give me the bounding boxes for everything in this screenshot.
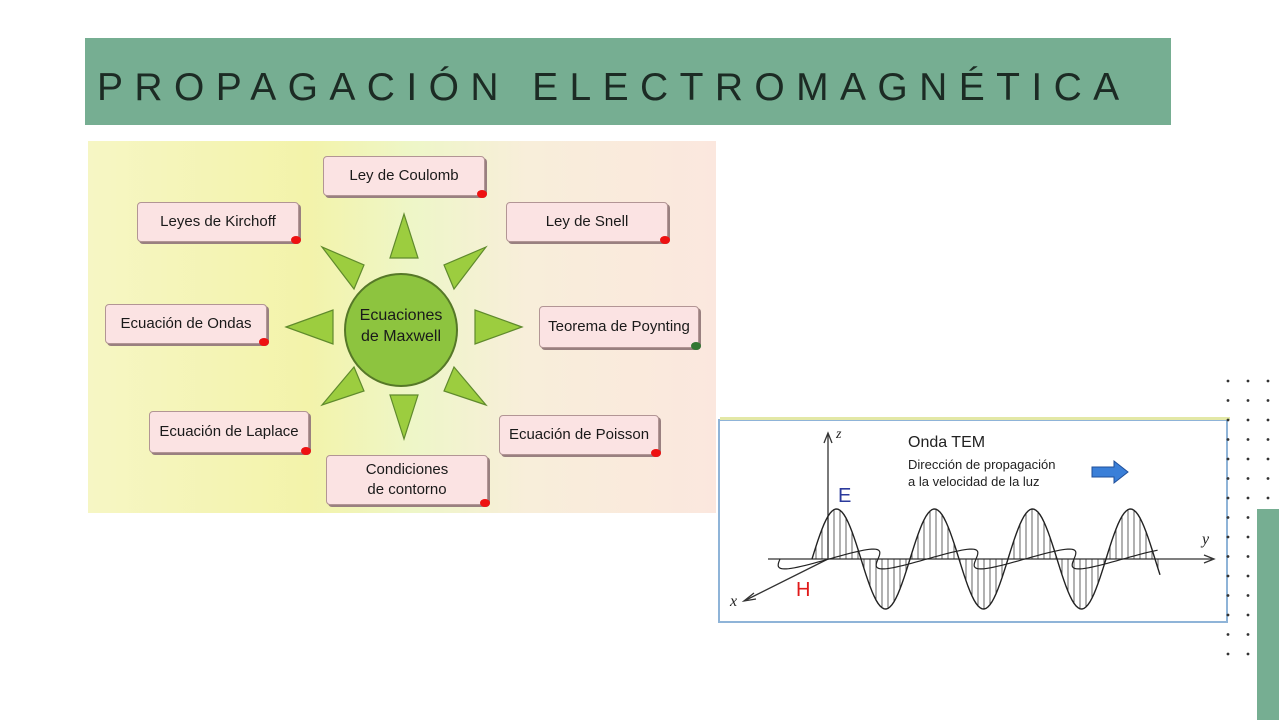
grid-dot xyxy=(1246,633,1250,636)
grid-dot xyxy=(1226,613,1230,617)
grid-dot xyxy=(1246,438,1250,441)
grid-dot xyxy=(1246,535,1250,539)
bullet-dot xyxy=(259,338,269,346)
grid-dot xyxy=(1266,379,1270,383)
z-arrow xyxy=(823,431,833,444)
grid-dot xyxy=(1226,594,1230,597)
x-arrow xyxy=(741,592,757,603)
sun-rays xyxy=(284,212,524,441)
grid-dot xyxy=(1246,496,1250,500)
box-contorno-line2: de contorno xyxy=(367,481,447,498)
bullet-dot xyxy=(691,342,701,350)
grid-dot xyxy=(1226,652,1230,656)
grid-dot xyxy=(1246,555,1250,558)
y-axis-label: y xyxy=(1202,531,1210,548)
grid-dot xyxy=(1246,379,1250,383)
bullet-dot xyxy=(477,190,487,198)
grid-dot xyxy=(1246,652,1250,656)
grid-dot xyxy=(1226,418,1230,422)
tem-title: Onda TEM xyxy=(908,434,986,451)
grid-dot xyxy=(1226,516,1230,519)
frame-highlight xyxy=(720,417,1230,420)
grid-dot xyxy=(1226,379,1230,383)
box-poisson-label: Ecuación de Poisson xyxy=(508,426,650,443)
grid-dot xyxy=(1266,438,1270,441)
grid-dot xyxy=(1246,516,1250,519)
e-label: E xyxy=(838,485,852,507)
grid-dot xyxy=(1226,633,1230,636)
box-coulomb-label: Ley de Coulomb xyxy=(349,167,459,184)
bullet-dot xyxy=(301,447,311,455)
grid-dot xyxy=(1246,594,1250,597)
tem-subtitle-line2: a la velocidad de la luz xyxy=(908,474,1040,489)
box-contorno-line1: Condiciones xyxy=(365,461,449,478)
page-title: PROPAGACIÓN ELECTROMAGNÉTICA xyxy=(97,66,1131,109)
y-arrow xyxy=(1203,554,1216,564)
grid-dot xyxy=(1246,457,1250,461)
box-contorno: Condiciones de contorno xyxy=(326,455,490,507)
bullet-dot xyxy=(660,236,670,244)
grid-dot xyxy=(1246,613,1250,617)
grid-dot xyxy=(1246,477,1250,480)
box-ondas: Ecuación de Ondas xyxy=(105,304,269,346)
box-poynting-label: Teorema de Poynting xyxy=(548,318,690,335)
box-snell-label: Ley de Snell xyxy=(545,213,629,230)
maxwell-diagram: Ecuaciones de Maxwell Ley de Coulomb Ley… xyxy=(88,141,716,513)
x-axis-label: x xyxy=(730,593,738,610)
grid-dot xyxy=(1226,496,1230,500)
grid-dot xyxy=(1266,418,1270,422)
tem-wave-figure: Onda TEM Dirección de propagación a la v… xyxy=(718,417,1230,623)
grid-dot xyxy=(1266,496,1270,500)
grid-dot xyxy=(1266,399,1270,402)
box-laplace-label: Ecuación de Laplace xyxy=(159,423,299,440)
grid-dot xyxy=(1266,457,1270,461)
tem-wave-plot xyxy=(741,431,1216,610)
grid-dot xyxy=(1226,535,1230,539)
sun-label: Ecuaciones de Maxwell xyxy=(346,305,456,347)
grid-dot xyxy=(1226,555,1230,558)
tem-subtitle: Dirección de propagación a la velocidad … xyxy=(908,456,1055,490)
ray-upleft xyxy=(320,245,365,291)
grid-dot xyxy=(1226,457,1230,461)
ray-right xyxy=(474,309,524,345)
ray-left xyxy=(284,309,334,345)
grid-dot xyxy=(1246,418,1250,422)
bullet-dot xyxy=(291,236,301,244)
propagation-arrow-icon xyxy=(1091,459,1129,485)
box-snell: Ley de Snell xyxy=(506,202,670,244)
box-ondas-label: Ecuación de Ondas xyxy=(120,315,252,332)
grid-dot xyxy=(1226,574,1230,578)
box-laplace: Ecuación de Laplace xyxy=(149,411,311,455)
h-label: H xyxy=(796,579,811,601)
z-axis-label: z xyxy=(836,427,842,442)
bullet-dot xyxy=(651,449,661,457)
box-kirchoff: Leyes de Kirchoff xyxy=(137,202,301,244)
box-poisson: Ecuación de Poisson xyxy=(499,415,661,457)
title-bar: PROPAGACIÓN ELECTROMAGNÉTICA xyxy=(85,38,1171,125)
sun-label-line2: de Maxwell xyxy=(360,328,442,345)
box-coulomb: Ley de Coulomb xyxy=(323,156,487,198)
e-field-wave xyxy=(811,508,1161,610)
grid-dot xyxy=(1226,438,1230,441)
grid-dot xyxy=(1246,574,1250,578)
ray-up xyxy=(389,212,419,259)
box-poynting: Teorema de Poynting xyxy=(539,306,701,350)
ray-upright xyxy=(443,245,488,291)
grid-dot xyxy=(1226,477,1230,480)
ray-down xyxy=(389,394,419,441)
sun-label-line1: Ecuaciones xyxy=(359,307,443,324)
grid-dot xyxy=(1266,477,1270,480)
bullet-dot xyxy=(480,499,490,507)
tem-subtitle-line1: Dirección de propagación xyxy=(908,457,1056,472)
grid-dot xyxy=(1226,399,1230,402)
side-accent-bar xyxy=(1257,509,1279,720)
box-kirchoff-label: Leyes de Kirchoff xyxy=(160,213,276,230)
maxwell-sun: Ecuaciones de Maxwell xyxy=(344,273,458,387)
h-field-curve xyxy=(777,548,1158,570)
grid-dot xyxy=(1246,399,1250,402)
h-field-wave xyxy=(777,548,1158,570)
ray-downleft xyxy=(320,365,365,407)
x-axis xyxy=(743,558,829,602)
ray-downright xyxy=(443,365,488,407)
